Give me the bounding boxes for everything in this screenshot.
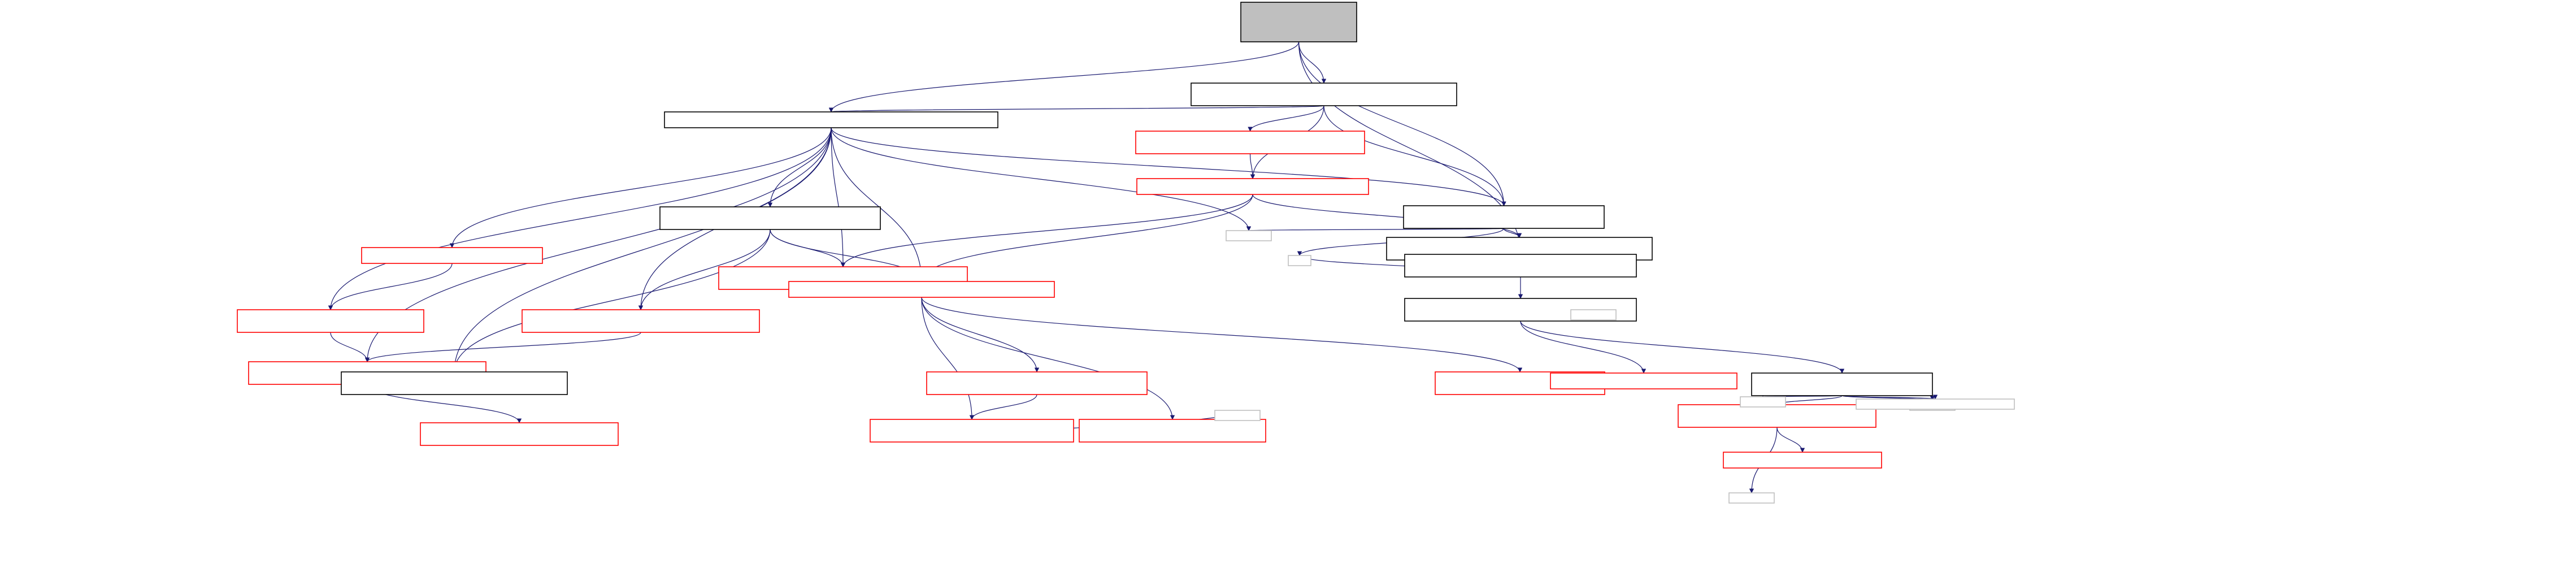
node-box xyxy=(1135,131,1365,154)
edge-hub-node-to-left-red-1 xyxy=(449,127,832,248)
node-box xyxy=(1678,404,1876,428)
edge-root-node-to-header-node-a xyxy=(1298,41,1327,84)
node-box xyxy=(1288,255,1311,266)
node-box xyxy=(361,247,543,264)
edge-root-node-to-hub-node xyxy=(828,41,1300,112)
node-box xyxy=(1136,178,1369,195)
edge-right-red-3-to-right-red-4 xyxy=(1776,427,1805,453)
header-node-a xyxy=(1191,83,1457,106)
edge-hub-node-to-right-node-1 xyxy=(831,127,1506,206)
edge-header-node-b-to-mid-node-red xyxy=(1249,153,1256,179)
node-box xyxy=(1214,410,1261,421)
left-red-4 xyxy=(237,309,424,333)
right-red-4 xyxy=(1723,452,1882,469)
edge-right-black-5-to-right-red-3 xyxy=(1774,395,1843,405)
edge-hub-node-to-left-red-2 xyxy=(831,127,846,267)
right-black-5 xyxy=(1751,372,1933,396)
right-node-3 xyxy=(1404,254,1637,278)
node-box xyxy=(664,111,998,128)
stub-8 xyxy=(1570,309,1617,320)
node-box xyxy=(870,419,1074,443)
edge-mid-node-red-to-right-node-2 xyxy=(1252,194,1522,238)
edge-hub-node-to-left-hub-node xyxy=(767,127,832,207)
edge-mid-node-red-to-center-red-1 xyxy=(919,194,1253,282)
node-box xyxy=(1550,372,1737,389)
edge-center-red-1-to-center-red-2 xyxy=(921,297,1040,372)
edge-right-node-4-to-right-red-2 xyxy=(1520,320,1647,374)
mid-node-red xyxy=(1136,178,1369,195)
node-box xyxy=(1856,398,2015,410)
edge-left-hub-node-to-left-black-1 xyxy=(451,229,771,372)
node-box xyxy=(522,309,760,333)
stub-2 xyxy=(1288,255,1311,266)
hub-node xyxy=(664,111,998,128)
center-red-4 xyxy=(1079,419,1266,443)
root-node xyxy=(1240,2,1357,42)
edge-hub-node-to-stub-1 xyxy=(831,127,1252,231)
node-box xyxy=(788,281,1055,298)
node-box xyxy=(1226,230,1272,241)
edge-root-node-to-right-node-1 xyxy=(1298,41,1506,206)
header-node-b xyxy=(1135,131,1365,154)
node-box xyxy=(1751,372,1933,396)
stub-7 xyxy=(1856,398,2015,410)
center-red-1 xyxy=(788,281,1055,298)
node-box xyxy=(237,309,424,333)
node-box xyxy=(1723,452,1882,469)
stub-3 xyxy=(1214,410,1261,421)
node-box xyxy=(1404,254,1637,278)
left-red-1 xyxy=(361,247,543,264)
edge-left-red-1-to-left-red-4 xyxy=(328,263,453,310)
edge-right-node-4-to-right-black-5 xyxy=(1520,320,1845,374)
node-box xyxy=(1740,396,1786,408)
center-red-2 xyxy=(926,371,1148,395)
left-red-6 xyxy=(420,422,619,446)
node-box xyxy=(1403,205,1605,229)
edge-center-red-2-to-center-red-3 xyxy=(969,394,1037,420)
edge-left-red-4-to-left-red-5 xyxy=(330,332,370,362)
node-box xyxy=(659,206,881,230)
right-node-1 xyxy=(1403,205,1605,229)
center-red-3 xyxy=(870,419,1074,443)
node-box xyxy=(420,422,619,446)
edge-center-red-1-to-center-red-3 xyxy=(921,297,975,420)
left-red-3 xyxy=(522,309,760,333)
node-box xyxy=(1570,309,1617,320)
graph-nodes xyxy=(237,2,2015,504)
edge-hub-node-to-left-black-1 xyxy=(451,127,832,372)
edge-right-node-1-to-right-node-2 xyxy=(1503,228,1522,238)
edge-hub-node-to-left-red-4 xyxy=(328,127,832,310)
edge-center-red-1-to-center-red-4 xyxy=(921,297,1175,420)
node-box xyxy=(926,371,1148,395)
edge-right-black-5-to-stub-7 xyxy=(1841,395,1938,400)
right-red-2 xyxy=(1550,372,1737,389)
left-black-1 xyxy=(341,371,568,395)
edge-hub-node-to-center-red-1 xyxy=(831,127,924,282)
edge-left-red-3-to-left-red-5 xyxy=(364,332,641,362)
node-box xyxy=(1728,492,1775,504)
node-box xyxy=(1191,83,1457,106)
stub-4 xyxy=(1740,396,1786,408)
stub-1 xyxy=(1226,230,1272,241)
left-hub-node xyxy=(659,206,881,230)
edge-mid-node-red-to-left-red-2 xyxy=(840,194,1253,267)
edge-header-node-a-to-right-node-1 xyxy=(1323,105,1506,206)
edge-left-hub-node-to-left-red-3 xyxy=(638,229,771,310)
node-box xyxy=(1079,419,1266,443)
edge-center-red-1-to-right-red-1 xyxy=(921,297,1523,372)
node-box xyxy=(341,371,568,395)
stub-6 xyxy=(1728,492,1775,504)
node-box xyxy=(1240,2,1357,42)
edge-header-node-a-to-header-node-b xyxy=(1248,105,1324,132)
right-red-3 xyxy=(1678,404,1876,428)
edge-header-node-a-to-hub-node xyxy=(829,105,1324,112)
